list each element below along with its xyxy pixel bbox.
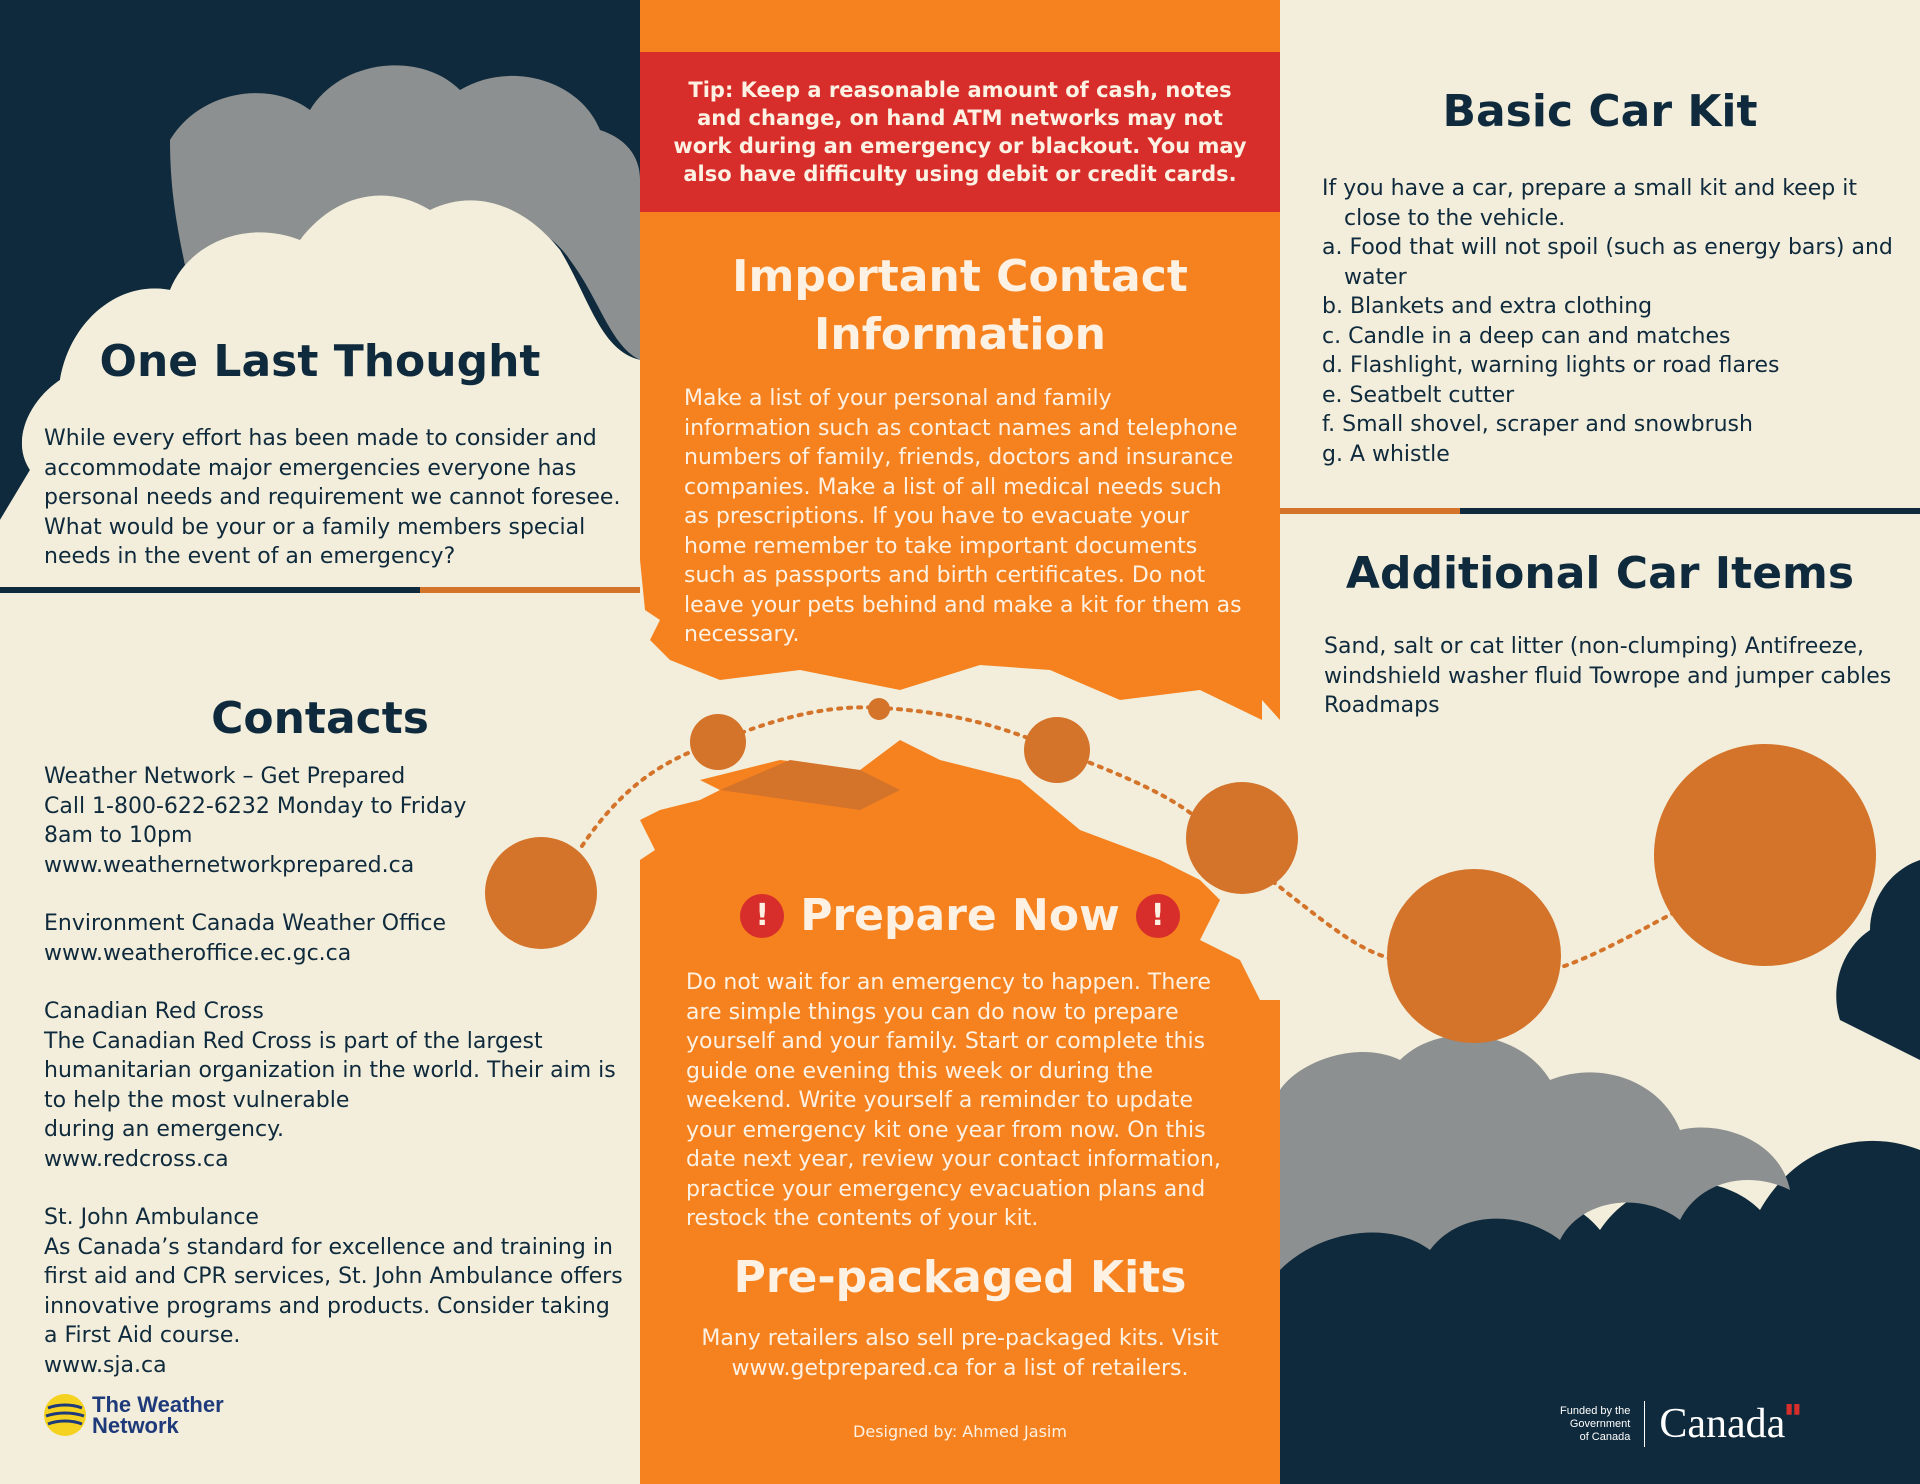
basic-car-kit-title: Basic Car Kit: [1442, 86, 1758, 137]
funded-by-text: Funded by the Government of Canada: [1560, 1404, 1631, 1443]
alert-icon: !: [1135, 893, 1180, 938]
bottom-right-gray-cloud: [1280, 1035, 1790, 1270]
basic-car-kit-list: a. Food that will not spoil (such as ene…: [1322, 233, 1902, 469]
contacts-title: Contacts: [211, 693, 429, 744]
list-item: e. Seatbelt cutter: [1322, 382, 1515, 408]
prepare-now-heading: ! Prepare Now !: [640, 890, 1280, 941]
circle-5: [1186, 782, 1298, 894]
pre-packaged-kits-title: Pre-packaged Kits: [733, 1252, 1187, 1303]
list-item: g. A whistle: [1322, 441, 1450, 467]
designer-credit: Designed by: Ahmed Jasim: [853, 1422, 1067, 1441]
one-last-thought-title: One Last Thought: [99, 336, 541, 387]
circle-2: [690, 714, 746, 770]
contacts-list: Weather Network – Get Prepared Call 1-80…: [44, 762, 624, 1409]
government-of-canada-logo: Funded by the Government of Canada Canad…: [1560, 1400, 1801, 1448]
canada-wordmark: Canada▮▮: [1659, 1400, 1800, 1448]
circle-3: [868, 698, 890, 720]
logo-divider: [1644, 1401, 1646, 1447]
circle-7: [1654, 744, 1876, 966]
circle-6: [1387, 869, 1561, 1043]
prepare-now-title: Prepare Now: [800, 890, 1120, 941]
orange-shard: [720, 760, 900, 810]
contact-weather-network: Weather Network – Get Prepared Call 1-80…: [44, 762, 624, 880]
list-item: f. Small shovel, scraper and snowbrush: [1322, 412, 1753, 437]
tip-banner: Tip: Keep a reasonable amount of cash, n…: [640, 52, 1280, 212]
contact-st-john: St. John Ambulance As Canada’s standard …: [44, 1203, 624, 1380]
contact-environment-canada: Environment Canada Weather Office www.we…: [44, 909, 624, 968]
top-left-cream-cloud: [0, 195, 640, 601]
bottom-right-dark-cloud-edge: [1836, 860, 1920, 1060]
list-item: c. Candle in a deep can and matches: [1322, 323, 1731, 349]
flag-icon: ▮▮: [1785, 1400, 1801, 1416]
pre-packaged-kits-text: Many retailers also sell pre-packaged ki…: [701, 1326, 1219, 1381]
top-left-gray-cloud: [170, 65, 640, 360]
list-item: b. Blankets and extra clothing: [1322, 294, 1653, 319]
basic-car-kit-intro: If you have a car, prepare a small kit a…: [1322, 176, 1857, 231]
weather-network-wordmark: The Weather Network: [92, 1392, 224, 1438]
additional-car-items-title: Additional Car Items: [1345, 548, 1855, 599]
one-last-thought-body: While every effort has been made to cons…: [44, 426, 621, 569]
important-contact-title: Important Contact Information: [732, 251, 1188, 360]
contact-st-john-text: St. John Ambulance As Canada’s standard …: [44, 1205, 623, 1378]
contact-weather-network-text: Weather Network – Get Prepared Call 1-80…: [44, 764, 467, 878]
contact-red-cross-text: Canadian Red Cross The Canadian Red Cros…: [44, 999, 616, 1172]
tip-text: Tip: Keep a reasonable amount of cash, n…: [673, 78, 1247, 186]
dotted-path: [580, 705, 1772, 982]
weather-network-logo: The Weather Network: [44, 1392, 224, 1438]
list-item: d. Flashlight, warning lights or road fl…: [1322, 353, 1780, 378]
additional-car-items-body: Sand, salt or cat litter (non-clumping) …: [1324, 634, 1892, 718]
pre-packaged-kits-body: Many retailers also sell pre-packaged ki…: [640, 1324, 1280, 1383]
circle-1: [485, 837, 597, 949]
prepare-now-body: Do not wait for an emergency to happen. …: [686, 970, 1221, 1231]
bottom-orange-panel: [640, 740, 1280, 1484]
contact-red-cross: Canadian Red Cross The Canadian Red Cros…: [44, 997, 624, 1174]
globe-icon: [44, 1394, 86, 1436]
canada-wordmark-text: Canada: [1659, 1401, 1786, 1447]
important-contact-body: Make a list of your personal and family …: [684, 386, 1242, 647]
alert-icon: !: [740, 893, 785, 938]
circle-4: [1024, 717, 1090, 783]
list-item: a. Food that will not spoil (such as ene…: [1322, 235, 1893, 290]
contact-environment-canada-text: Environment Canada Weather Office www.we…: [44, 911, 447, 966]
